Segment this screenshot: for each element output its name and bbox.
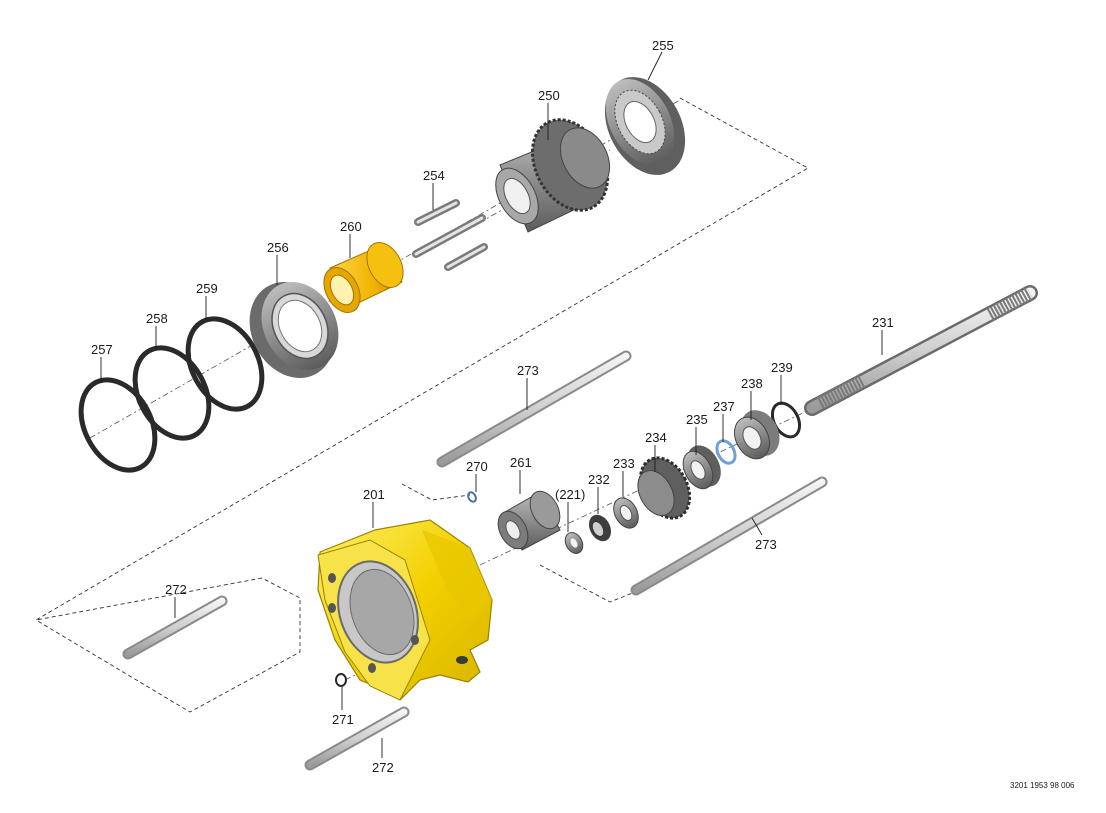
sleeve-261	[497, 490, 561, 551]
callout-255: 255	[652, 38, 674, 53]
callout-221: (221)	[555, 487, 585, 502]
callout-260: 260	[340, 219, 362, 234]
callout-250: 250	[538, 88, 560, 103]
snap-ring-258	[132, 345, 212, 441]
bolt-272-lower	[304, 706, 410, 771]
callout-271: 271	[332, 712, 354, 727]
washer-221	[564, 532, 584, 554]
snap-ring-259	[185, 316, 265, 412]
gear-234	[637, 456, 692, 520]
callout-273-lower: 273	[755, 537, 777, 552]
bearing-232	[588, 514, 612, 542]
tapered-bearing-255	[604, 77, 686, 175]
callout-233: 233	[613, 456, 635, 471]
callout-237: 237	[713, 399, 735, 414]
callout-232: 232	[588, 472, 610, 487]
bolt-272-upper	[122, 595, 228, 660]
bearing-238	[733, 410, 780, 460]
bearing-233	[613, 497, 639, 529]
callout-235: 235	[686, 412, 708, 427]
callout-201: 201	[363, 487, 385, 502]
housing-201	[317, 519, 493, 701]
callout-272-upper: 272	[165, 582, 187, 597]
callout-231: 231	[872, 315, 894, 330]
callout-254: 254	[423, 168, 445, 183]
callout-259: 259	[196, 281, 218, 296]
callout-273-upper: 273	[517, 363, 539, 378]
shaft-231	[804, 285, 1038, 416]
leader-lines	[100, 51, 883, 758]
callout-256: 256	[267, 240, 289, 255]
o-ring-270	[467, 491, 477, 503]
roller-bearing-256	[249, 282, 339, 378]
gear-250	[495, 118, 611, 233]
callout-257: 257	[91, 342, 113, 357]
bushing-260	[323, 242, 404, 313]
rod-273-upper	[436, 350, 632, 468]
callout-239: 239	[771, 360, 793, 375]
bearing-235	[682, 445, 721, 490]
snap-ring-257	[78, 377, 158, 473]
o-ring-271	[335, 673, 347, 687]
callout-labels: 255 250 254 260 256 259 258 257 231 239 …	[91, 38, 894, 775]
callout-270: 270	[466, 459, 488, 474]
callout-272-lower: 272	[372, 760, 394, 775]
document-number: 3201 1953 98 006	[1010, 781, 1075, 790]
pins-254	[412, 199, 488, 271]
rod-273-lower	[630, 476, 828, 596]
callout-234: 234	[645, 430, 667, 445]
callout-258: 258	[146, 311, 168, 326]
callout-238: 238	[741, 376, 763, 391]
callout-261: 261	[510, 455, 532, 470]
clip-237	[715, 439, 737, 465]
